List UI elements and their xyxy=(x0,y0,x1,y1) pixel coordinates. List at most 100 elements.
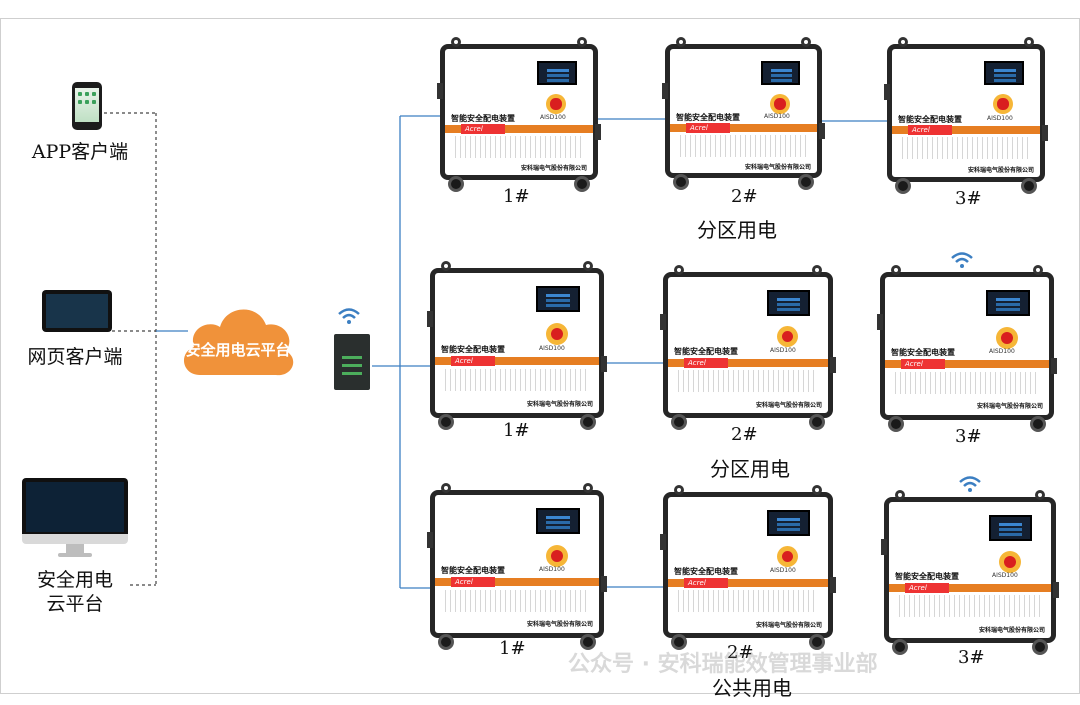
emergency-stop-icon xyxy=(777,326,798,347)
device-title: 智能安全配电装置 xyxy=(674,567,738,576)
device-model: AISD100 xyxy=(989,348,1015,355)
device-model: AISD100 xyxy=(770,347,796,354)
display-screen xyxy=(761,61,800,85)
device-number: 1# xyxy=(499,638,526,659)
device-title: 智能安全配电装置 xyxy=(451,114,515,123)
device-company: 安科瑞电气股份有限公司 xyxy=(526,621,593,628)
caster-wheel xyxy=(809,414,825,430)
watermark: 公众号 · 安科瑞能效管理事业部 xyxy=(568,652,878,677)
brand-logo: Acrel xyxy=(905,583,949,593)
caster-wheel xyxy=(1030,416,1046,432)
device-model: AISD100 xyxy=(992,572,1018,579)
brand-logo: Acrel xyxy=(461,124,505,134)
caster-wheel xyxy=(1021,178,1037,194)
device-company: 安科瑞电气股份有限公司 xyxy=(967,167,1034,174)
caster-wheel xyxy=(809,634,825,650)
phone-icon xyxy=(72,82,102,130)
caster-wheel xyxy=(895,178,911,194)
caster-wheel xyxy=(438,634,454,650)
wifi-icon xyxy=(951,252,973,268)
emergency-stop-icon xyxy=(546,545,568,567)
caster-wheel xyxy=(671,634,687,650)
device-title: 智能安全配电装置 xyxy=(676,113,740,122)
caster-wheel xyxy=(1032,639,1048,655)
device-title: 智能安全配电装置 xyxy=(674,347,738,356)
device-title: 智能安全配电装置 xyxy=(895,572,959,581)
caster-wheel xyxy=(798,174,814,190)
brand-logo: Acrel xyxy=(451,577,495,587)
caster-wheel xyxy=(438,414,454,430)
device-title: 智能安全配电装置 xyxy=(891,348,955,357)
emergency-stop-icon xyxy=(777,546,798,567)
display-screen xyxy=(989,515,1032,541)
caster-wheel xyxy=(574,176,590,192)
caster-wheel xyxy=(448,176,464,192)
device-model: AISD100 xyxy=(539,345,565,352)
display-screen xyxy=(986,290,1030,316)
emergency-stop-icon xyxy=(546,323,568,345)
device-company: 安科瑞电气股份有限公司 xyxy=(755,402,822,409)
device-number: 1# xyxy=(503,420,530,441)
brand-logo: Acrel xyxy=(684,358,728,368)
device-number: 3# xyxy=(955,426,982,447)
gateway-icon xyxy=(334,334,370,390)
emergency-stop-icon xyxy=(770,94,790,114)
device-title: 智能安全配电装置 xyxy=(441,345,505,354)
wifi-icon xyxy=(959,476,981,492)
display-screen xyxy=(767,510,810,536)
display-screen xyxy=(536,286,580,312)
device-company: 安科瑞电气股份有限公司 xyxy=(520,165,587,172)
device-number: 3# xyxy=(955,188,982,209)
wifi-icon xyxy=(338,308,360,324)
device-number: 2# xyxy=(731,186,758,207)
device-model: AISD100 xyxy=(764,113,790,120)
device-model: AISD100 xyxy=(539,566,565,573)
emergency-stop-icon xyxy=(999,551,1021,573)
caster-wheel xyxy=(580,634,596,650)
display-screen xyxy=(984,61,1024,85)
zone-label-row3: 公共用电 xyxy=(712,676,792,700)
display-screen xyxy=(767,290,810,316)
web-client-label: 网页客户端 xyxy=(27,346,123,368)
display-screen xyxy=(536,508,580,534)
emergency-stop-icon xyxy=(996,327,1018,349)
emergency-stop-icon xyxy=(993,94,1013,114)
device-company: 安科瑞电气股份有限公司 xyxy=(755,622,822,629)
brand-logo: Acrel xyxy=(901,359,945,369)
zone-label-row2: 分区用电 xyxy=(710,457,790,481)
brand-logo: Acrel xyxy=(908,125,952,135)
cloud-icon: 安全用电云平台 xyxy=(178,297,298,387)
brand-logo: Acrel xyxy=(451,356,495,366)
device-company: 安科瑞电气股份有限公司 xyxy=(526,401,593,408)
device-title: 智能安全配电装置 xyxy=(441,566,505,575)
device-number: 2# xyxy=(727,642,754,663)
platform-client-label: 安全用电 云平台 xyxy=(36,569,113,615)
device-number: 1# xyxy=(503,186,530,207)
device-company: 安科瑞电气股份有限公司 xyxy=(744,164,811,171)
caster-wheel xyxy=(673,174,689,190)
caster-wheel xyxy=(888,416,904,432)
display-screen xyxy=(537,61,577,85)
caster-wheel xyxy=(580,414,596,430)
device-model: AISD100 xyxy=(770,567,796,574)
device-company: 安科瑞电气股份有限公司 xyxy=(978,627,1045,634)
zone-label-row1: 分区用电 xyxy=(697,218,777,242)
caster-wheel xyxy=(892,639,908,655)
caster-wheel xyxy=(671,414,687,430)
desktop-monitor-icon xyxy=(22,478,128,558)
device-number: 3# xyxy=(958,647,985,668)
device-number: 2# xyxy=(731,424,758,445)
brand-logo: Acrel xyxy=(686,123,730,133)
device-model: AISD100 xyxy=(540,114,566,121)
brand-logo: Acrel xyxy=(684,578,728,588)
device-model: AISD100 xyxy=(987,115,1013,122)
